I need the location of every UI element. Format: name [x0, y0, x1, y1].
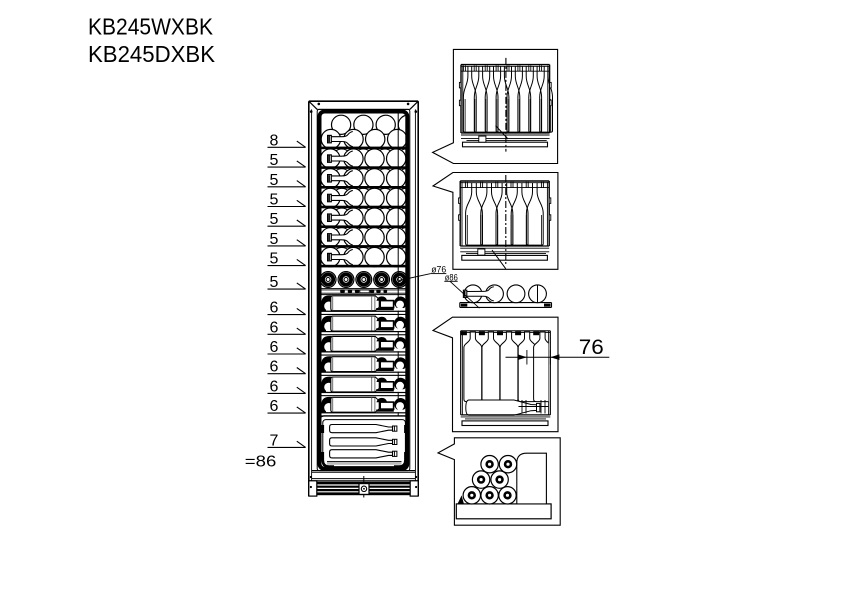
svg-text:6: 6: [270, 300, 279, 317]
svg-text:5: 5: [270, 152, 279, 169]
svg-text:5: 5: [270, 274, 279, 291]
svg-text:ø76: ø76: [431, 265, 446, 276]
svg-text:76: 76: [579, 336, 604, 359]
svg-text:8: 8: [270, 132, 279, 149]
svg-text:6: 6: [270, 359, 279, 376]
svg-text:6: 6: [270, 378, 279, 395]
svg-text:5: 5: [270, 192, 279, 209]
svg-text:=86: =86: [245, 453, 277, 470]
svg-text:KB245DXBK: KB245DXBK: [88, 41, 216, 67]
svg-text:5: 5: [270, 231, 279, 248]
svg-text:5: 5: [270, 172, 279, 189]
svg-text:6: 6: [270, 398, 279, 415]
svg-text:KB245WXBK: KB245WXBK: [88, 13, 214, 39]
svg-text:6: 6: [270, 339, 279, 356]
svg-text:6: 6: [270, 319, 279, 336]
svg-text:5: 5: [270, 251, 279, 268]
svg-text:7: 7: [270, 432, 279, 449]
svg-text:5: 5: [270, 211, 279, 228]
svg-text:ø86: ø86: [445, 273, 458, 284]
